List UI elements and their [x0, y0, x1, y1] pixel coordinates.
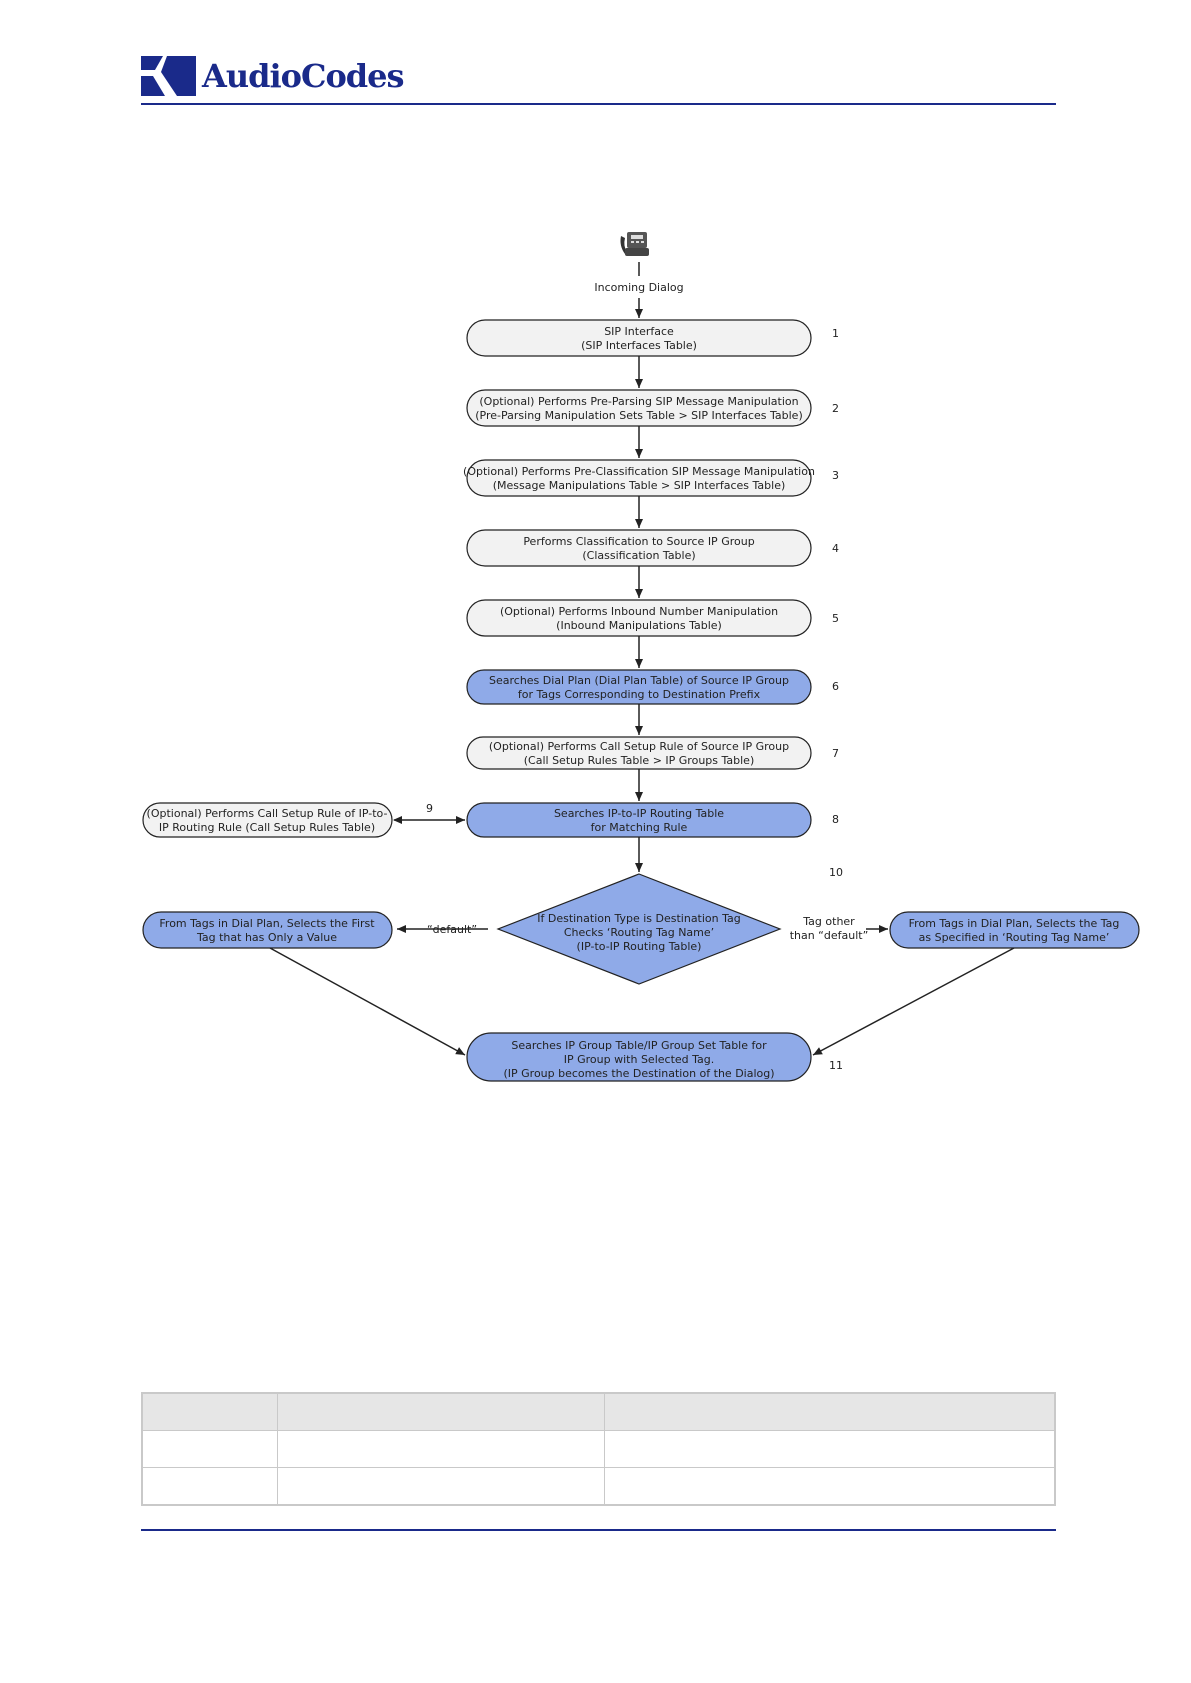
footer-rule — [141, 1529, 1056, 1531]
edge-label-other-line2: than “default” — [790, 929, 869, 942]
flow-node-2: (Optional) Performs Pre-Parsing SIP Mess… — [466, 389, 812, 427]
svg-text:(Optional) Performs Call Setup: (Optional) Performs Call Setup Rule of I… — [147, 807, 388, 820]
svg-text:Searches Dial Plan (Dial Plan: Searches Dial Plan (Dial Plan Table) of … — [489, 674, 789, 687]
step-number-4: 4 — [832, 542, 839, 555]
svg-text:Searches IP-to-IP Routing Tabl: Searches IP-to-IP Routing Table — [554, 807, 724, 820]
svg-text:SIP Interface: SIP Interface — [604, 325, 674, 338]
svg-text:(Classification Table): (Classification Table) — [582, 549, 695, 562]
step-number-2: 2 — [832, 402, 839, 415]
blank-table — [141, 1392, 1056, 1506]
company-logo: AudioCodes — [141, 56, 405, 96]
flow-node-1: SIP Interface (SIP Interfaces Table) — [466, 319, 812, 357]
table-header-row — [141, 1392, 1056, 1431]
step-number-3: 3 — [832, 469, 839, 482]
step-number-11: 11 — [829, 1059, 843, 1072]
step-number-8: 8 — [832, 813, 839, 826]
svg-text:If Destination Type is Destina: If Destination Type is Destination Tag — [537, 912, 741, 925]
edge-label-default: “default” — [427, 923, 477, 936]
flow-node-11: Searches IP Group Table/IP Group Set Tab… — [466, 1032, 812, 1082]
svg-text:(Inbound Manipulations Table): (Inbound Manipulations Table) — [556, 619, 722, 632]
flow-node-9: (Optional) Performs Call Setup Rule of I… — [142, 802, 393, 838]
svg-text:From Tags in Dial Plan, Select: From Tags in Dial Plan, Selects the Tag — [909, 917, 1120, 930]
flow-diagram: Incoming Dialog SIP Interface (SIP Inter… — [142, 232, 1140, 1082]
svg-text:IP Routing Rule (Call Setup Ru: IP Routing Rule (Call Setup Rules Table) — [159, 821, 375, 834]
incoming-dialog-label: Incoming Dialog — [594, 281, 683, 294]
svg-text:(SIP Interfaces Table): (SIP Interfaces Table) — [581, 339, 697, 352]
svg-text:IP Group with Selected Tag.: IP Group with Selected Tag. — [564, 1053, 715, 1066]
flow-node-8: Searches IP-to-IP Routing Table for Matc… — [466, 802, 812, 838]
telephone-icon — [620, 232, 649, 256]
svg-text:(IP-to-IP Routing Table): (IP-to-IP Routing Table) — [577, 940, 702, 953]
step-number-6: 6 — [832, 680, 839, 693]
svg-text:Checks ‘Routing Tag Name’: Checks ‘Routing Tag Name’ — [564, 926, 714, 939]
step-number-7: 7 — [832, 747, 839, 760]
step-number-10: 10 — [829, 866, 843, 879]
svg-text:Performs Classification to Sou: Performs Classification to Source IP Gro… — [523, 535, 754, 548]
step-number-5: 5 — [832, 612, 839, 625]
flow-node-7: (Optional) Performs Call Setup Rule of S… — [466, 736, 812, 770]
svg-text:for Matching Rule: for Matching Rule — [591, 821, 688, 834]
svg-text:for Tags Corresponding to Dest: for Tags Corresponding to Destination Pr… — [518, 688, 761, 701]
svg-text:as Specified in ‘Routing Tag N: as Specified in ‘Routing Tag Name’ — [919, 931, 1110, 944]
table-row — [141, 1467, 1056, 1506]
flow-node-shape — [466, 319, 812, 357]
step-number-9: 9 — [426, 802, 433, 815]
flow-node-left-tag: From Tags in Dial Plan, Selects the Firs… — [142, 911, 393, 949]
svg-text:Searches IP Group Table/IP Gro: Searches IP Group Table/IP Group Set Tab… — [511, 1039, 767, 1052]
flow-node-4: Performs Classification to Source IP Gro… — [466, 529, 812, 567]
flow-node-6: Searches Dial Plan (Dial Plan Table) of … — [466, 669, 812, 705]
flow-node-5: (Optional) Performs Inbound Number Manip… — [466, 599, 812, 637]
svg-text:(Optional) Performs Inbound Nu: (Optional) Performs Inbound Number Manip… — [500, 605, 778, 618]
svg-text:(Message Manipulations Table >: (Message Manipulations Table > SIP Inter… — [493, 479, 786, 492]
svg-text:(Pre-Parsing Manipulation Sets: (Pre-Parsing Manipulation Sets Table > S… — [475, 409, 802, 422]
header-rule — [141, 103, 1056, 105]
svg-text:From Tags in Dial Plan, Select: From Tags in Dial Plan, Selects the Firs… — [159, 917, 375, 930]
svg-text:(Optional) Performs Pre-Classi: (Optional) Performs Pre-Classification S… — [463, 465, 815, 478]
step-number-1: 1 — [832, 327, 839, 340]
flow-node-3: (Optional) Performs Pre-Classification S… — [463, 459, 815, 497]
svg-text:(Call Setup Rules Table > IP G: (Call Setup Rules Table > IP Groups Tabl… — [524, 754, 755, 767]
table-row — [141, 1430, 1056, 1468]
svg-text:Tag that has Only a Value: Tag that has Only a Value — [196, 931, 337, 944]
audiocodes-logo-icon — [141, 56, 196, 96]
svg-text:(IP Group becomes the Destinat: (IP Group becomes the Destination of the… — [503, 1067, 774, 1080]
flow-node-right-tag: From Tags in Dial Plan, Selects the Tag … — [889, 911, 1140, 949]
svg-text:(Optional) Performs Call Setup: (Optional) Performs Call Setup Rule of S… — [489, 740, 789, 753]
edge-label-other-line1: Tag other — [802, 915, 855, 928]
logo-wordmark: AudioCodes — [202, 57, 405, 95]
decision-node-10: If Destination Type is Destination Tag C… — [496, 873, 782, 985]
svg-text:(Optional) Performs Pre-Parsin: (Optional) Performs Pre-Parsing SIP Mess… — [479, 395, 798, 408]
